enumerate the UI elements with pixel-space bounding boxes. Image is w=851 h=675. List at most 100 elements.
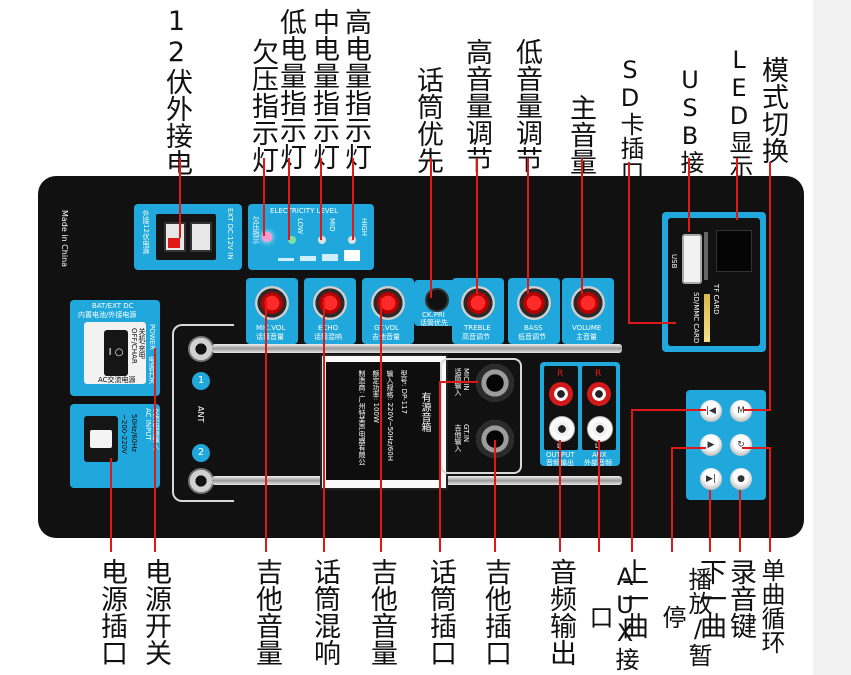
treble-text: TREBLE (464, 324, 491, 332)
leader-prev (631, 409, 706, 552)
aux-l-text: L (595, 442, 599, 450)
echo-knob[interactable] (313, 286, 347, 320)
power-rocker-switch[interactable]: I ○ (104, 330, 128, 376)
under-v-text: 欠压指示 (252, 216, 260, 244)
leader-mode (744, 162, 771, 411)
volume-box: VOLUME 主音量 (562, 278, 614, 344)
volume-text: VOLUME (572, 324, 602, 332)
low-led (288, 236, 296, 244)
ac-socket[interactable] (84, 416, 118, 462)
volume-cn-text: 主音量 (576, 333, 597, 341)
level-bar-1 (278, 258, 294, 261)
low-text: LOW (296, 218, 304, 235)
label-under-voltage: 欠压指示灯 (247, 38, 278, 173)
gt-vol-text: GT.VOL (374, 324, 399, 332)
ext-dc-box: EXT DC:12V IN 外接12伏电源 (134, 204, 242, 270)
under-voltage-led (262, 232, 272, 242)
sd-card-slot[interactable] (704, 294, 710, 342)
usb-port[interactable] (682, 234, 702, 284)
gt-in-text: GT.IN (462, 424, 470, 443)
level-bar-4 (344, 250, 360, 261)
nameplate-maker: 制造商: 广州特美声电器有限公 (358, 370, 366, 466)
mode-button[interactable]: M (730, 400, 752, 422)
mic-vol-box: MIC.VOL 话筒音量 (246, 278, 298, 344)
label-power-socket: 电源插口 (96, 558, 127, 666)
label-mic-echo: 话筒混响 (309, 558, 340, 666)
tf-card-text: TF CARD (712, 284, 720, 315)
label-next-track: 下一曲 (695, 558, 726, 639)
bass-text: BASS (524, 324, 543, 332)
label-high-battery: 高电量指示灯 (340, 8, 371, 170)
label-prev-track: 上一曲 (617, 558, 648, 639)
guitar-volume-knob[interactable] (371, 286, 405, 320)
mic-priority-button[interactable] (425, 288, 449, 312)
off-char-text: OFF/CHAR (130, 328, 138, 364)
control-panel: Made in China EXT DC:12V IN 外接12伏电源 ELEC… (38, 176, 804, 538)
power-switch-frame: I ○ OFF/CHAR 关机/充电 AC交流电源 (84, 322, 146, 384)
label-bass-adjust: 低音量调节 (511, 38, 542, 173)
label-ext-12v: 12伏外接电源 (161, 6, 192, 203)
label-power-switch: 电源开关 (140, 558, 171, 666)
mic-vol-text: MIC.VOL (256, 324, 286, 332)
play-pause-button[interactable]: ▶ (700, 434, 722, 456)
terminal-red-lever (168, 238, 180, 248)
bat-ext-cn-text: 内置电池/外接电源 (78, 311, 137, 319)
ck-pri-box: CK.PRI 话筒优先 (414, 280, 456, 327)
aux-l-jack[interactable] (587, 416, 613, 442)
mic-input-jack[interactable] (476, 364, 514, 402)
ant-text: ANT (196, 406, 205, 423)
power-en-text: POWER (148, 324, 156, 350)
antenna-post-2[interactable] (188, 468, 214, 494)
level-bar-3 (322, 254, 338, 261)
mic-volume-knob[interactable] (255, 286, 289, 320)
ck-pri-cn-text: 话筒优先 (420, 319, 448, 327)
ac-voltage-text: ~200-220V (120, 414, 128, 454)
high-text: HIGH (360, 218, 368, 237)
terminal-minus[interactable] (190, 222, 212, 252)
leader-mic-jack (439, 381, 478, 552)
media-box: USB TF CARD SD/MMC CARD (662, 212, 766, 352)
output-r-jack[interactable] (549, 382, 573, 406)
label-mic-jack: 话筒插口 (425, 558, 456, 666)
label-aux-jack: AUX接口 (585, 562, 639, 671)
output-l-text: L (557, 442, 561, 450)
media-box-inner: USB TF CARD SD/MMC CARD (668, 218, 760, 346)
loop-button[interactable]: ↻ (730, 434, 752, 456)
nameplate-title: 有源音箱 (419, 392, 430, 432)
tf-card-slot[interactable] (704, 232, 708, 280)
aux-r-jack[interactable] (587, 382, 611, 406)
electricity-level-text: ELECTRICITY LEVEL (270, 207, 339, 215)
mic-in-text: MIC.IN (462, 368, 470, 391)
background-strip (813, 0, 851, 675)
bat-ext-text: BAT/EXT DC (92, 302, 134, 310)
next-track-button[interactable]: ▶| (700, 468, 722, 490)
power-cn-text: 电源开关 (148, 356, 156, 384)
echo-box: ECHO 话筒混响 (304, 278, 356, 344)
bass-knob[interactable] (517, 286, 551, 320)
output-l-jack[interactable] (549, 416, 575, 442)
nameplate-input: 输入规格: 220V~50Hz/60H (386, 370, 394, 461)
gt-vol-box: GT.VOL 吉他音量 (362, 278, 414, 344)
main-volume-knob[interactable] (571, 286, 605, 320)
sdmmc-text: SD/MMC CARD (692, 292, 700, 344)
mid-text: MID (328, 218, 336, 232)
ant-marker-1: 1 (192, 372, 210, 390)
echo-text: ECHO (318, 324, 339, 332)
ext-dc-text: EXT DC:12V IN (226, 208, 234, 260)
label-record-key: 录音键 (725, 558, 756, 639)
record-button[interactable]: ● (730, 468, 752, 490)
label-guitar-jack: 吉他插口 (480, 558, 511, 666)
ac-supply-text: AC交流电源 (98, 376, 136, 384)
ck-pri-text: CK.PRI (422, 311, 445, 319)
leader-sd-slot (628, 162, 676, 324)
off-char-cn-text: 关机/充电 (138, 328, 146, 359)
label-main-volume: 主音量 (565, 94, 596, 175)
made-in-label: Made in China (60, 210, 69, 268)
gt-in-cn-text: 吉他输入 (454, 424, 462, 452)
antenna-post-1[interactable] (188, 336, 214, 362)
label-mic-priority: 话筒优先 (412, 66, 443, 174)
ac-input-box: ~200-220V 50Hz/60Hz AC INPUT 交流电源输入 (70, 404, 160, 488)
aux-r-text: R (595, 369, 602, 379)
prev-track-button[interactable]: |◀ (700, 400, 722, 422)
